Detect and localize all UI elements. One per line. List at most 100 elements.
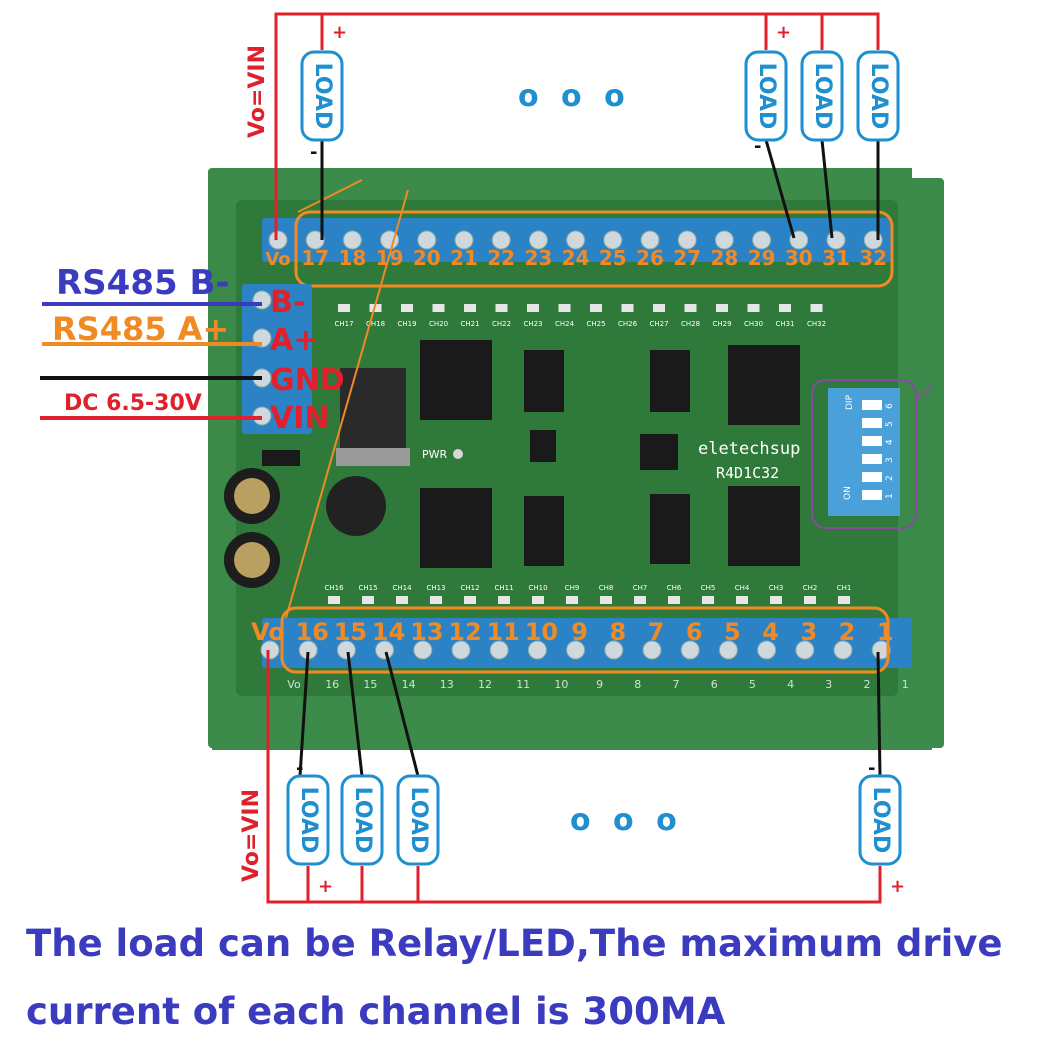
channel-led	[668, 596, 680, 604]
terminal-number: 17	[301, 246, 329, 270]
dip-switch-highlight	[811, 379, 917, 529]
led-label: CH31	[775, 320, 794, 328]
load-box	[856, 50, 900, 142]
terminal-number: 23	[524, 246, 552, 270]
terminal-screw	[677, 230, 697, 250]
load-wire	[764, 139, 796, 239]
terminal-screw	[640, 230, 660, 250]
silkscreen-label: 10	[554, 678, 568, 691]
load-label: LOAD	[296, 787, 321, 854]
channel-led	[736, 596, 748, 604]
capacitor-top	[234, 478, 270, 514]
led-label: CH2	[803, 584, 818, 592]
channel-led	[653, 304, 665, 312]
terminal-screw	[375, 640, 395, 660]
dip-key[interactable]	[862, 436, 882, 446]
channel-led	[600, 596, 612, 604]
terminal-screw	[566, 640, 586, 660]
silkscreen-label: Vo	[287, 678, 301, 691]
terminal-number: 8	[609, 618, 626, 646]
pwr-led	[453, 449, 463, 459]
led-label: CH28	[681, 320, 700, 328]
terminal-number: 4	[762, 618, 779, 646]
terminal-screw	[795, 640, 815, 660]
led-label: CH24	[555, 320, 575, 328]
load-wire	[876, 651, 882, 777]
terminal-number: 27	[673, 246, 701, 270]
diode	[262, 450, 300, 466]
terminal-number: 25	[599, 246, 627, 270]
terminal-number: 3	[800, 618, 817, 646]
ic-chip	[420, 488, 492, 568]
caption-line-2: current of each channel is 300MA	[26, 990, 726, 1033]
terminal-screw	[336, 640, 356, 660]
terminal-number: Vo	[251, 618, 285, 646]
dip-key[interactable]	[862, 490, 882, 500]
load-wire	[384, 651, 420, 777]
channel-led	[498, 596, 510, 604]
led-label: CH7	[633, 584, 648, 592]
terminal-number: 9	[571, 618, 588, 646]
dip-label: DIP	[845, 394, 855, 410]
channel-led	[838, 596, 850, 604]
vo-vin-label-top: Vo=VIN	[245, 45, 270, 138]
terminal-screw	[491, 230, 511, 250]
silkscreen-label: 15	[363, 678, 377, 691]
power-terminal-label: GND	[270, 363, 345, 398]
capacitor-top	[234, 542, 270, 578]
dip-key[interactable]	[862, 418, 882, 428]
channel-led	[770, 596, 782, 604]
orange-guide-line	[297, 179, 363, 213]
silkscreen-label: 2	[864, 678, 871, 691]
led-label: CH8	[599, 584, 614, 592]
terminal-screw	[603, 230, 623, 250]
polarity-plus: +	[776, 22, 791, 43]
load-box	[396, 774, 440, 866]
terminal-number: 10	[525, 618, 558, 646]
pcb-board	[236, 200, 898, 696]
channel-led	[716, 304, 728, 312]
led-label: CH23	[523, 320, 542, 328]
ic-chip	[524, 350, 564, 412]
ic-chip	[650, 350, 690, 412]
terminal-screw	[604, 640, 624, 660]
terminal-screw	[260, 640, 280, 660]
load-box	[858, 774, 902, 866]
terminal-screw	[714, 230, 734, 250]
ic-chip	[728, 486, 800, 566]
terminal-number: 12	[448, 618, 481, 646]
dip-key[interactable]	[862, 472, 882, 482]
polarity-minus: -	[868, 758, 875, 779]
terminal-number: 13	[410, 618, 443, 646]
terminal-number: 22	[487, 246, 515, 270]
polarity-plus: +	[332, 22, 347, 43]
channel-led	[621, 304, 634, 312]
ic-chip	[640, 434, 678, 470]
terminal-screw	[489, 640, 509, 660]
channel-led	[804, 596, 816, 604]
terminal-screw	[454, 230, 474, 250]
load-box	[286, 774, 330, 866]
rs485-b-label: RS485 B-	[56, 263, 230, 303]
dip-key[interactable]	[862, 400, 882, 410]
channel-led	[396, 596, 408, 604]
terminal-screw	[752, 230, 772, 250]
dip-key[interactable]	[862, 454, 882, 464]
channel-led	[430, 596, 442, 604]
silkscreen-label: 3	[825, 678, 832, 691]
load-wire	[820, 139, 834, 239]
ic-chip	[530, 430, 556, 462]
led-label: CH16	[324, 584, 344, 592]
power-terminal-block	[242, 284, 312, 434]
terminal-number: 18	[338, 246, 366, 270]
pwr-label: PWR	[422, 448, 448, 461]
terminal-number: 1	[877, 618, 894, 646]
load-label: LOAD	[406, 787, 431, 854]
terminal-number: 7	[648, 618, 665, 646]
orange-guide-line	[285, 189, 409, 619]
terminal-number: 24	[562, 246, 590, 270]
channel-led	[702, 596, 714, 604]
terminal-number: 26	[636, 246, 664, 270]
terminal-number: 28	[710, 246, 738, 270]
